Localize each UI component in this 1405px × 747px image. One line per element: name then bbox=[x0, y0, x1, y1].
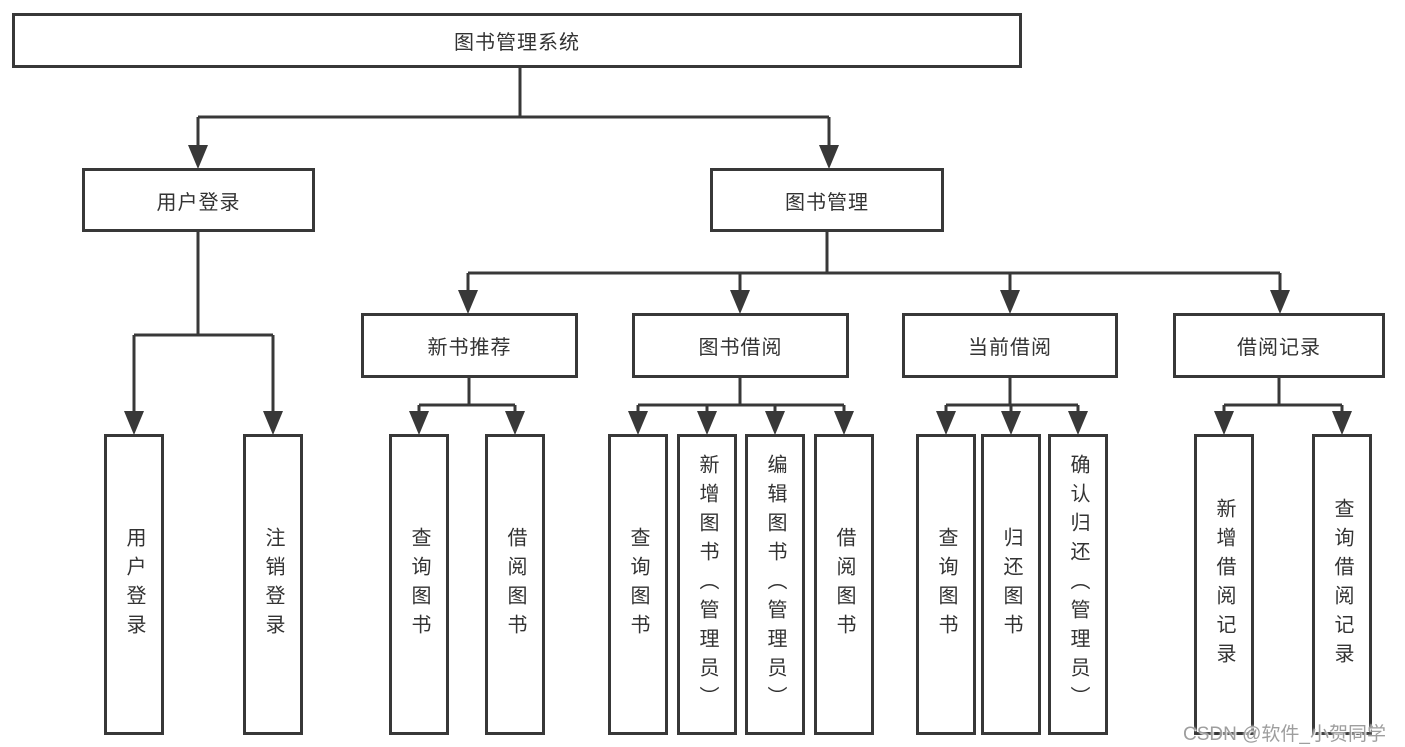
csdn-watermark: CSDN @软件_小贺同学 bbox=[1183, 724, 1386, 745]
node-label: 用户登录 bbox=[156, 191, 241, 214]
node-label: 确认归还（管理员） bbox=[1067, 454, 1089, 715]
node-label: 归还图书 bbox=[1000, 526, 1022, 643]
node-query-books-borrowing: 查询图书 bbox=[608, 434, 668, 735]
node-label: 新书推荐 bbox=[427, 337, 512, 359]
node-add-books-admin: 新增图书（管理员） bbox=[677, 434, 737, 735]
node-query-books-current: 查询图书 bbox=[916, 434, 976, 735]
node-borrow-books-recommend: 借阅图书 bbox=[485, 434, 545, 735]
node-label: 图书管理 bbox=[785, 191, 869, 214]
node-label: 查询图书 bbox=[408, 526, 430, 643]
node-label: 借阅记录 bbox=[1237, 337, 1321, 359]
node-return-books: 归还图书 bbox=[981, 434, 1041, 735]
node-label: 图书管理系统 bbox=[454, 32, 580, 54]
node-label: 用户登录 bbox=[123, 526, 145, 643]
arrowheads bbox=[124, 145, 1352, 435]
node-label: 图书借阅 bbox=[698, 337, 783, 359]
node-logout: 注销登录 bbox=[243, 434, 303, 735]
connector-paths bbox=[132, 68, 1344, 413]
node-borrowing-records: 借阅记录 bbox=[1173, 313, 1385, 378]
node-label: 借阅图书 bbox=[504, 526, 526, 643]
node-user-login-leaf: 用户登录 bbox=[104, 434, 164, 735]
node-user-login-branch: 用户登录 bbox=[82, 168, 315, 232]
node-new-book-recommendation: 新书推荐 bbox=[361, 313, 578, 378]
node-edit-books-admin: 编辑图书（管理员） bbox=[745, 434, 805, 735]
node-borrow-books-leaf: 借阅图书 bbox=[814, 434, 874, 735]
node-add-borrow-record: 新增借阅记录 bbox=[1194, 434, 1254, 735]
node-label: 新增图书（管理员） bbox=[696, 454, 718, 715]
node-label: 借阅图书 bbox=[833, 526, 855, 643]
node-book-management-branch: 图书管理 bbox=[710, 168, 944, 232]
node-label: 编辑图书（管理员） bbox=[764, 454, 786, 715]
node-label: 当前借阅 bbox=[968, 337, 1052, 359]
node-query-borrow-record: 查询借阅记录 bbox=[1312, 434, 1372, 735]
node-library-management-system: 图书管理系统 bbox=[12, 13, 1022, 68]
node-current-borrowing: 当前借阅 bbox=[902, 313, 1118, 378]
node-confirm-return-admin: 确认归还（管理员） bbox=[1048, 434, 1108, 735]
node-label: 注销登录 bbox=[262, 526, 284, 643]
node-query-books-recommend: 查询图书 bbox=[389, 434, 449, 735]
node-label: 查询图书 bbox=[627, 526, 649, 643]
node-label: 查询图书 bbox=[935, 526, 957, 643]
node-label: 新增借阅记录 bbox=[1213, 497, 1235, 672]
node-label: 查询借阅记录 bbox=[1331, 497, 1353, 672]
node-book-borrowing: 图书借阅 bbox=[632, 313, 849, 378]
